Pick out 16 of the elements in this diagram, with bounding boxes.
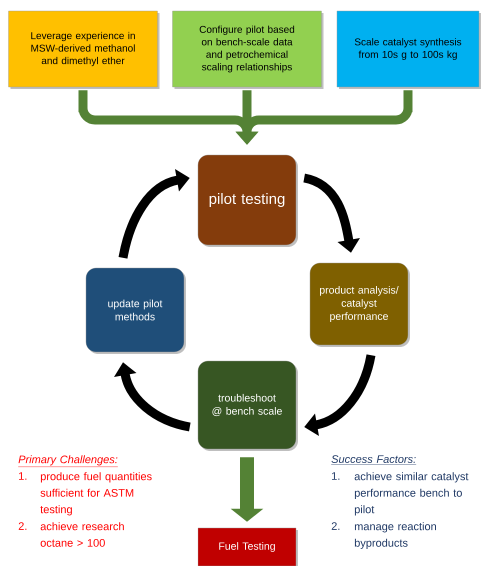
process-box: troubleshoot @ bench scale <box>198 360 298 451</box>
source-box: Configure pilot based on bench-scale data and petrochemical scaling relationships <box>172 10 324 89</box>
list-item: achieve research octane > 100 <box>40 522 124 547</box>
list-number: 1. <box>332 472 340 480</box>
list-number: 2. <box>18 522 26 530</box>
list-number: 1. <box>19 472 26 480</box>
list-number: 2. <box>332 522 340 530</box>
source-box: Scale catalyst synthesis from 10s g to 100s kg <box>336 10 481 89</box>
process-box: pilot testing <box>198 154 298 247</box>
result-box: Fuel Testing <box>198 528 298 566</box>
process-box: product analysis/ catalyst performance <box>310 262 410 347</box>
list-item: manage reaction byproducts <box>354 522 436 549</box>
process-box: update pilot methods <box>86 268 186 354</box>
list-heading: Success Factors: <box>331 455 416 465</box>
list-heading: Primary Challenges: <box>18 455 118 468</box>
source-box: Leverage experience in MSW-derived methanol and dimethyl ether <box>8 10 160 89</box>
